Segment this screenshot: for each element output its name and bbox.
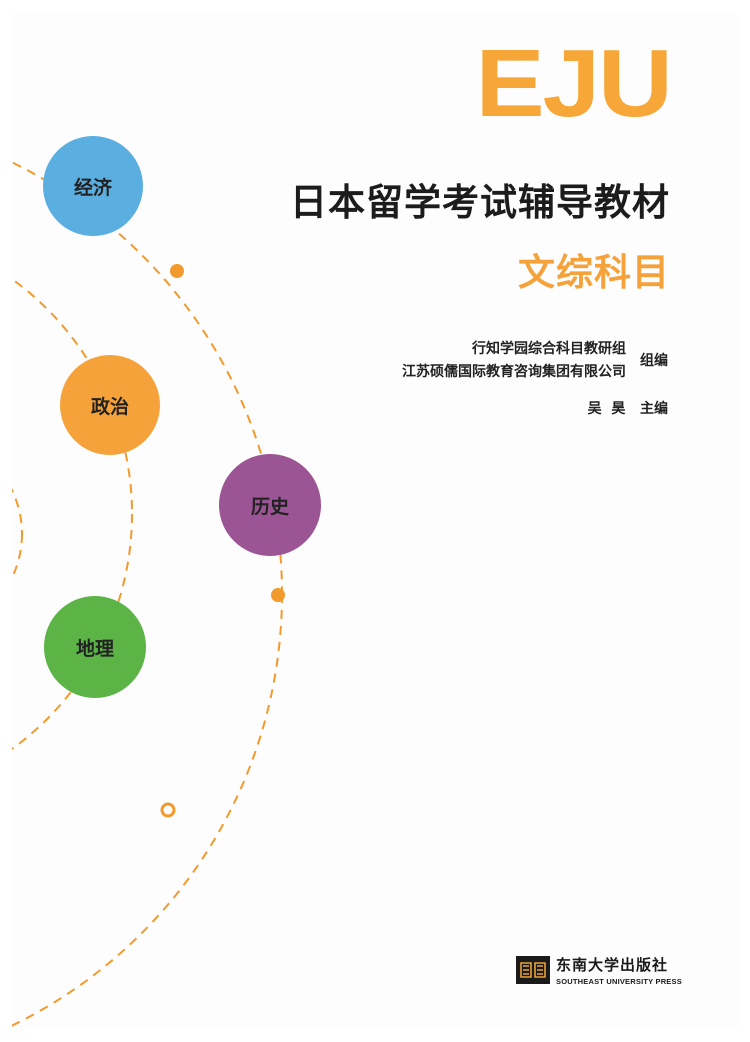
- org-role-label: 组编: [640, 353, 668, 369]
- book-subtitle: 文综科目: [518, 251, 670, 294]
- outer-orbit: [12, 161, 283, 1027]
- subject-economy-bubble: 经济: [43, 136, 143, 236]
- orbit-dot: [170, 264, 184, 278]
- subject-label: 政治: [90, 395, 129, 418]
- author-credit: 吴 昊 主编: [587, 401, 668, 417]
- publisher-block: 东南大学出版社 SOUTHEAST UNIVERSITY PRESS: [516, 954, 682, 986]
- publisher-logo-icon: [516, 956, 550, 984]
- subject-label: 地理: [75, 637, 114, 660]
- subject-label: 历史: [250, 495, 289, 518]
- organization-name: 江苏硕儒国际教育咨询集团有限公司: [402, 364, 626, 380]
- subject-politics-bubble: 政治: [60, 355, 160, 455]
- subject-geography-bubble: 地理: [44, 596, 146, 698]
- publisher-name-en: SOUTHEAST UNIVERSITY PRESS: [556, 977, 682, 986]
- orbit-decoration: [12, 161, 285, 1027]
- organization-name: 行知学园综合科目教研组: [472, 341, 626, 357]
- orbit-dot: [271, 588, 285, 602]
- publisher-name-cn: 东南大学出版社: [556, 956, 669, 974]
- editor-organizations: 行知学园综合科目教研组 江苏硕儒国际教育咨询集团有限公司: [402, 338, 626, 384]
- middle-orbit: [12, 277, 133, 751]
- inner-orbit: [12, 488, 23, 580]
- brand-logo: EJU: [475, 30, 673, 137]
- book-cover: 经济 政治 历史 地理 EJU 日本留学考试辅导教材 文综科目 行知学园综合科目…: [12, 14, 738, 1028]
- book-title: 日本留学考试辅导教材: [290, 181, 670, 224]
- subject-history-bubble: 历史: [219, 454, 321, 556]
- orbit-ring-dot: [160, 802, 176, 818]
- subject-label: 经济: [73, 176, 112, 199]
